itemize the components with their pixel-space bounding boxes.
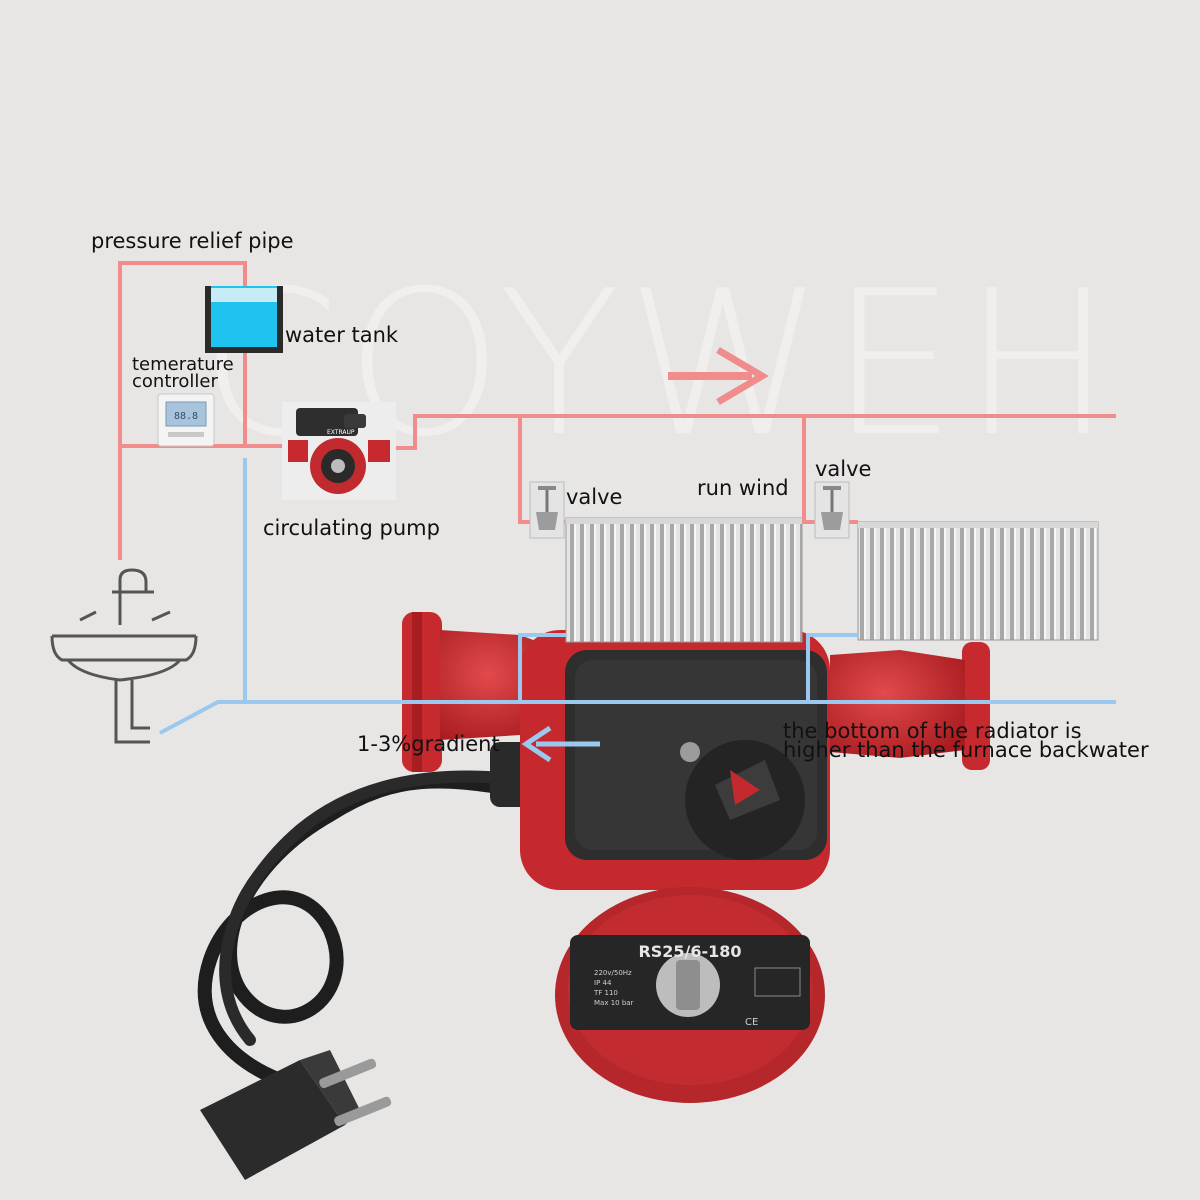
label-circulating-pump: circulating pump <box>263 516 440 540</box>
label-temperature-controller-line1: temerature <box>132 354 234 375</box>
right-flange <box>962 642 990 770</box>
thermostat-icon: 88.8 <box>157 393 215 447</box>
large-pump-image: RS25/6-180 220v/50Hz IP 44 TF 110 Max 10… <box>197 612 990 1180</box>
flow-arrow-right-icon <box>668 346 769 406</box>
plug-icon <box>200 1050 392 1180</box>
return-water-pipes <box>159 458 1116 735</box>
label-pressure-relief-pipe: pressure relief pipe <box>91 229 294 253</box>
screw-icon <box>680 742 700 762</box>
label-valve-left: valve <box>566 485 623 509</box>
return-branch-left <box>518 633 566 702</box>
circulating-pump-icon: EXTRAUP <box>282 402 396 500</box>
valve-left-icon <box>529 481 565 539</box>
hot-water-pipes <box>118 261 1116 560</box>
return-branch-right <box>806 633 858 702</box>
spec-text-2: IP 44 <box>594 979 612 987</box>
label-radiator-note-line1: the bottom of the radiator is <box>783 719 1082 743</box>
svg-text:88.8: 88.8 <box>174 411 198 422</box>
power-cable-loop <box>219 770 526 1046</box>
supply-main-pipe <box>396 414 1116 450</box>
flow-arrow-left-icon <box>521 725 600 763</box>
label-radiator-note-line2: higher than the furnace backwater <box>783 738 1149 762</box>
label-run-wind: run wind <box>697 476 789 500</box>
sink-icon <box>50 568 198 744</box>
label-valve-right: valve <box>815 457 872 481</box>
arrow-marker-icon <box>730 770 760 805</box>
label-temperature-controller-line2: controller <box>132 371 218 392</box>
spec-text-4: Max 10 bar <box>594 999 634 1007</box>
label-water-tank: water tank <box>285 323 399 347</box>
water-tank-icon <box>205 286 283 353</box>
ce-mark: CE <box>745 1017 758 1028</box>
spec-text-3: TF 110 <box>593 989 618 997</box>
small-pump-brand: EXTRAUP <box>327 429 355 436</box>
return-main-pipe <box>159 700 1116 735</box>
label-gradient: 1-3%gradient <box>357 732 500 756</box>
pump-model-text: RS25/6-180 <box>638 942 741 961</box>
spec-text-1: 220v/50Hz <box>594 969 632 977</box>
radiator-left <box>565 517 803 643</box>
valve-right-icon <box>814 481 850 539</box>
radiator-right <box>857 521 1099 641</box>
pressure-relief-line <box>118 261 247 560</box>
